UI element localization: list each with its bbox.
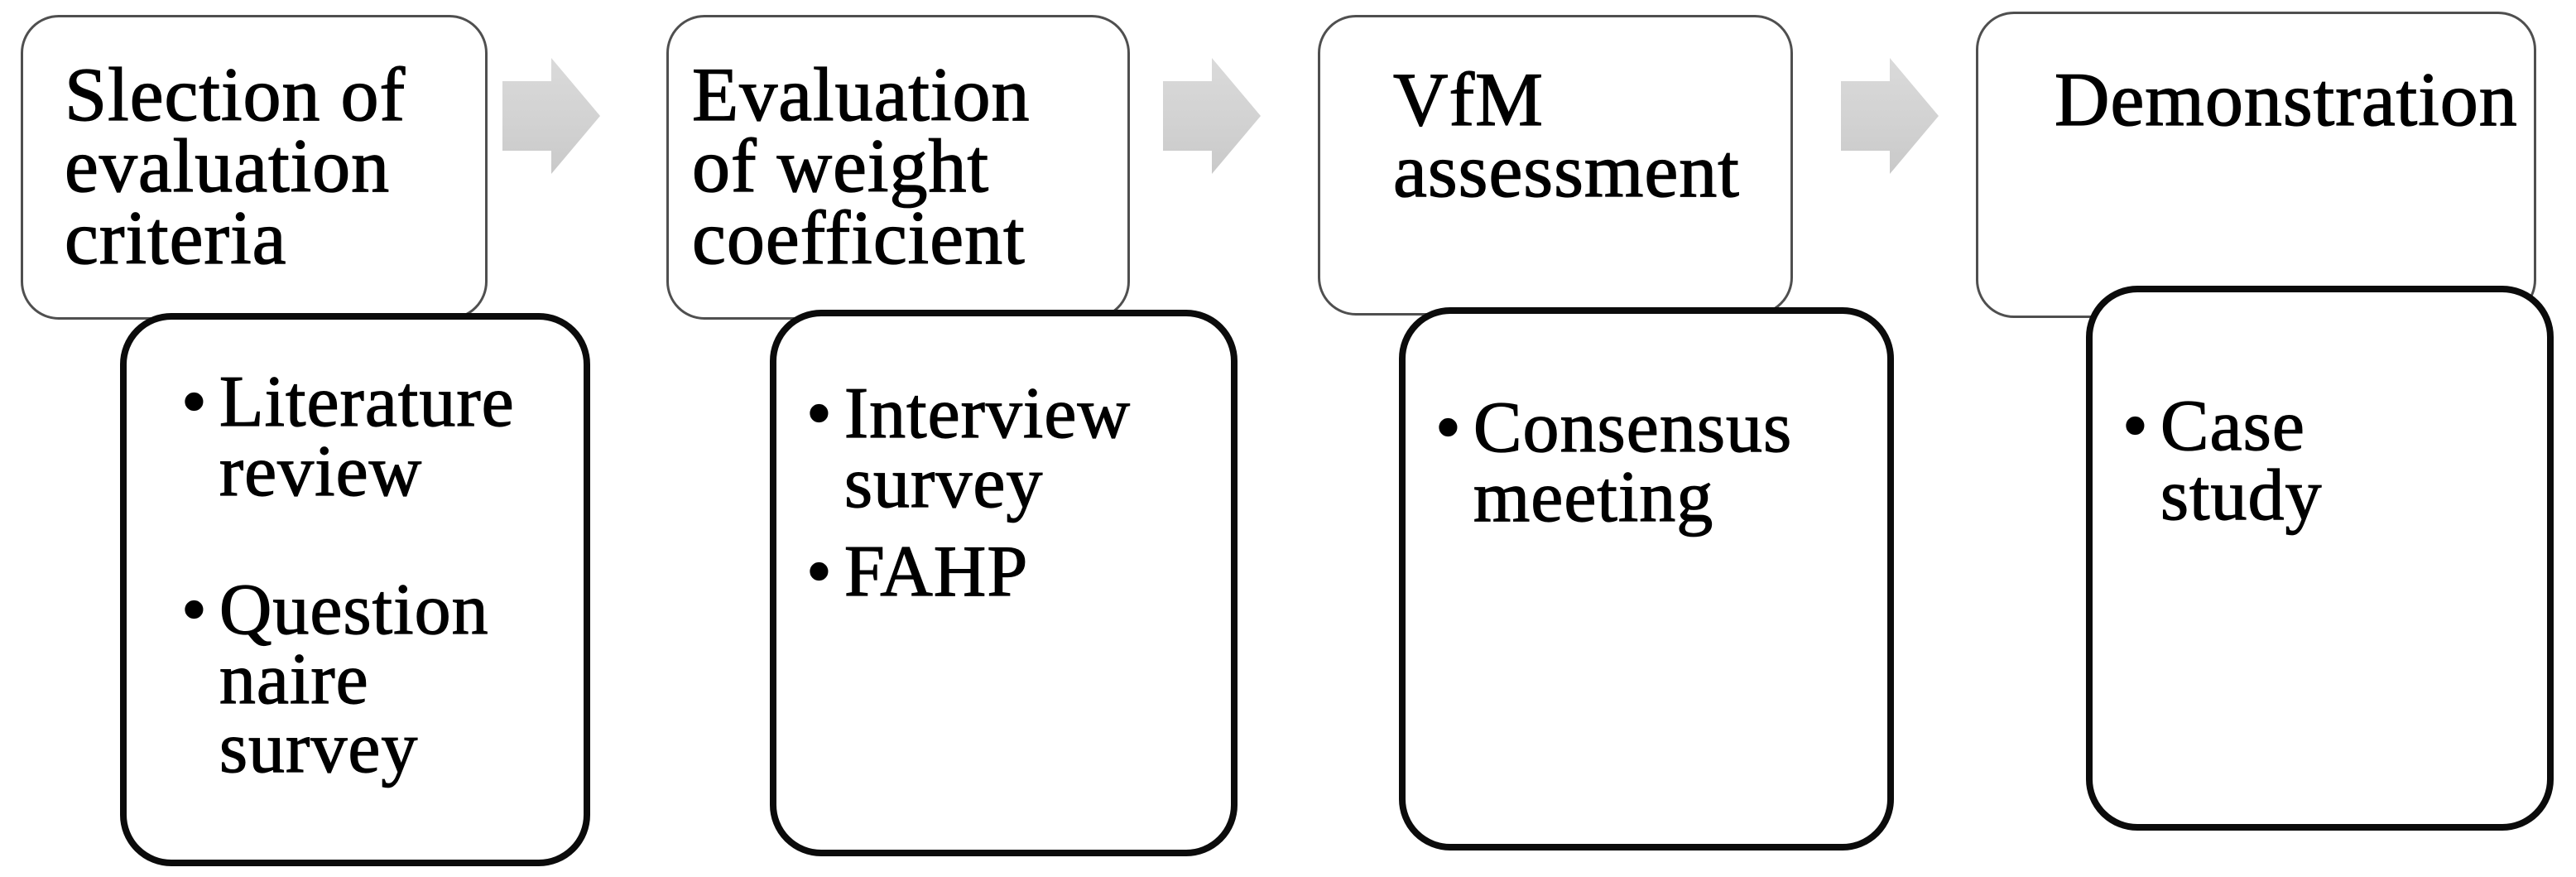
- bullet-text: Case study: [2160, 386, 2323, 536]
- stage-3-title: VfM assessment: [1392, 57, 1740, 214]
- stage-2-title-box: Evaluation of weight coefficient: [666, 15, 1130, 320]
- stage-3-details-box: • Consensus meeting: [1399, 307, 1894, 850]
- stage-4-title-box: Demonstration: [1976, 12, 2536, 318]
- flow-arrow-icon: [502, 58, 600, 174]
- bullet-icon: •: [805, 373, 833, 454]
- bullet-item: • Case study: [2122, 386, 2530, 536]
- bullet-text: Consensus meeting: [1473, 388, 1793, 537]
- stage-1-details-box: • Literature review • Question naire sur…: [120, 313, 590, 866]
- bullet-text: FAHP: [843, 532, 1029, 613]
- stage-2-title: Evaluation of weight coefficient: [691, 52, 1031, 280]
- bullet-item: • Literature review: [180, 362, 567, 512]
- bullet-item: • Interview survey: [805, 373, 1214, 523]
- stage-2-bullet-list: • Interview survey • FAHP: [776, 316, 1231, 613]
- bullet-icon: •: [2122, 386, 2149, 466]
- bullet-icon: •: [180, 570, 208, 651]
- bullet-item: • Consensus meeting: [1435, 388, 1871, 537]
- stage-3-bullet-list: • Consensus meeting: [1406, 314, 1887, 537]
- stage-4-bullet-list: • Case study: [2093, 292, 2547, 536]
- stage-4-details-box: • Case study: [2086, 286, 2554, 831]
- bullet-icon: •: [180, 362, 208, 442]
- flow-arrow-icon: [1163, 58, 1261, 174]
- stage-2-details-box: • Interview survey • FAHP: [770, 310, 1238, 856]
- stage-4-title: Demonstration: [2054, 57, 2518, 142]
- bullet-text: Interview survey: [843, 373, 1131, 523]
- flow-arrow-icon: [1841, 58, 1939, 174]
- bullet-item: • FAHP: [805, 532, 1214, 613]
- stage-1-bullet-list: • Literature review • Question naire sur…: [127, 320, 584, 789]
- stage-3-title-box: VfM assessment: [1318, 15, 1793, 316]
- stage-1-title-box: Slection of evaluation criteria: [21, 15, 488, 320]
- bullet-item: • Question naire survey: [180, 570, 567, 789]
- stage-1-title: Slection of evaluation criteria: [64, 52, 406, 280]
- bullet-icon: •: [1435, 388, 1462, 468]
- bullet-icon: •: [805, 532, 833, 613]
- bullet-text: Literature review: [219, 362, 515, 512]
- bullet-text: Question naire survey: [219, 570, 489, 789]
